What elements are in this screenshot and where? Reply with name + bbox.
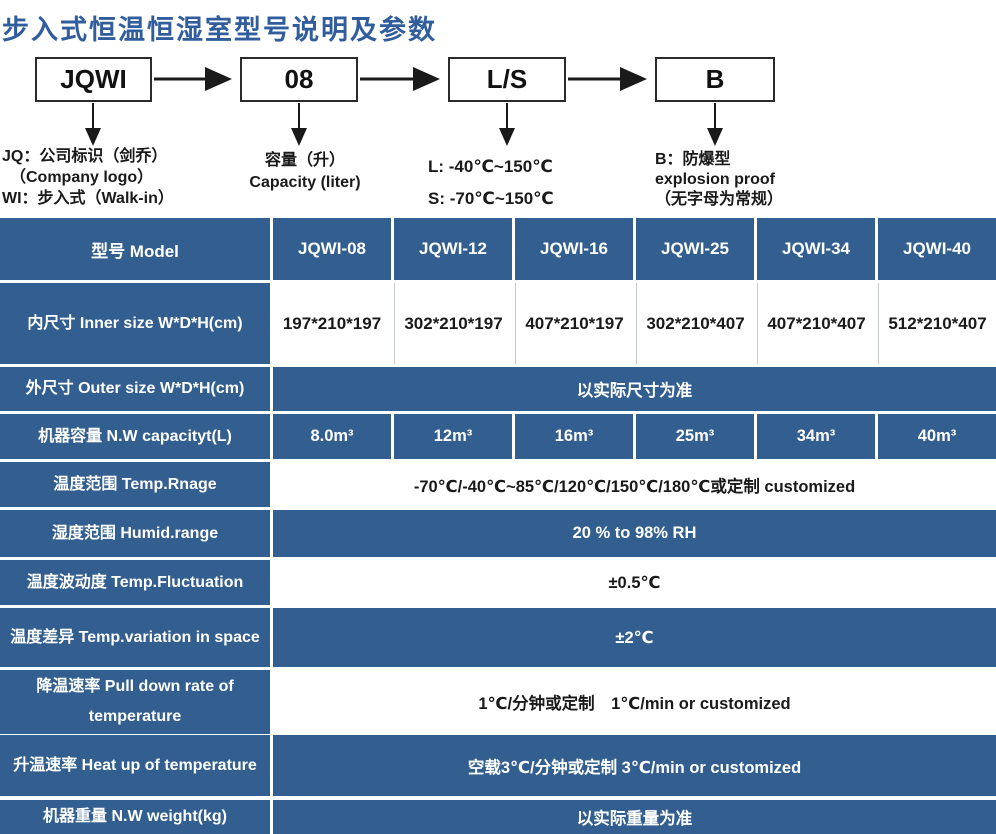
flow-arrows: [85, 67, 723, 146]
flow-box-company-code: JQWI: [35, 57, 152, 102]
table-row-weight: 机器重量 N.W weight(kg) 以实际重量为准: [0, 800, 996, 834]
header-model: JQWI-08: [273, 218, 391, 280]
note-line: L: -40℃~150℃: [428, 157, 553, 176]
table-row-heat-up-rate: 升温速率 Heat up of temperature 空载3℃/分钟或定制 3…: [0, 735, 996, 796]
table-row-header: 型号 Model JQWI-08 JQWI-12 JQWI-16 JQWI-25…: [0, 218, 996, 280]
row-label: 湿度范围 Humid.range: [0, 510, 270, 557]
page-title: 步入式恒温恒湿室型号说明及参数: [2, 15, 437, 45]
note-explosion-code: B：防爆型 explosion proof （无字母为常规）: [655, 150, 783, 210]
row-label: 内尺寸 Inner size W*D*H(cm): [0, 283, 270, 364]
pull-down-rate-value: 1℃/分钟或定制 1℃/min or customized: [273, 670, 996, 734]
row-label: 升温速率 Heat up of temperature: [0, 735, 270, 796]
table-row-pull-down-rate: 降温速率 Pull down rate of temperature 1℃/分钟…: [0, 670, 996, 734]
flow-box-explosion-code: B: [655, 57, 775, 102]
table-row-humidity-range: 湿度范围 Humid.range 20 % to 98% RH: [0, 510, 996, 557]
row-label: 机器重量 N.W weight(kg): [0, 800, 270, 834]
note-line: WI：步入式（Walk-in）: [2, 190, 174, 207]
model-code-diagram: JQWI 08 L/S B JQ：公司标识（剑乔） （Company logo）…: [0, 0, 996, 218]
note-line: explosion proof: [655, 171, 775, 188]
table-row-temp-fluctuation: 温度波动度 Temp.Fluctuation ±0.5℃: [0, 560, 996, 605]
inner-size-value: 302*210*197: [394, 283, 512, 364]
table-row-temp-variation: 温度差异 Temp.variation in space ±2℃: [0, 608, 996, 667]
outer-size-value: 以实际尺寸为准: [273, 367, 996, 411]
humidity-range-value: 20 % to 98% RH: [273, 510, 996, 557]
flow-box-label: JQWI: [60, 64, 127, 94]
note-line: JQ：公司标识（剑乔）: [2, 148, 168, 165]
header-model: JQWI-40: [878, 218, 996, 280]
flow-box-capacity-code: 08: [240, 57, 358, 102]
row-label: 温度差异 Temp.variation in space: [0, 608, 270, 667]
note-line: Capacity (liter): [249, 174, 361, 191]
header-model: JQWI-25: [636, 218, 754, 280]
temp-range-value: -70℃/-40℃~85℃/120℃/150℃/180℃或定制 customiz…: [273, 462, 996, 507]
flow-box-label: L/S: [486, 64, 528, 94]
note-company-code: JQ：公司标识（剑乔） （Company logo） WI：步入式（Walk-i…: [2, 146, 174, 209]
note-line: S: -70℃~150℃: [428, 189, 554, 208]
capacity-value: 34m³: [757, 414, 875, 459]
table-row-outer-size: 外尺寸 Outer size W*D*H(cm) 以实际尺寸为准: [0, 367, 996, 411]
row-label: 机器容量 N.W capacityt(L): [0, 414, 270, 459]
capacity-value: 40m³: [878, 414, 996, 459]
row-label: 温度波动度 Temp.Fluctuation: [0, 560, 270, 605]
table-row-inner-size: 内尺寸 Inner size W*D*H(cm) 197*210*197 302…: [0, 283, 996, 364]
note-line: 容量（升）: [264, 152, 345, 169]
header-model: JQWI-12: [394, 218, 512, 280]
heat-up-rate-value: 空载3℃/分钟或定制 3℃/min or customized: [273, 735, 996, 796]
note-line: B：防爆型: [655, 151, 731, 168]
weight-value: 以实际重量为准: [273, 800, 996, 834]
row-label: 温度范围 Temp.Rnage: [0, 462, 270, 507]
table-row-capacity: 机器容量 N.W capacityt(L) 8.0m³ 12m³ 16m³ 25…: [0, 414, 996, 459]
flow-box-temp-code: L/S: [448, 57, 566, 102]
capacity-value: 12m³: [394, 414, 512, 459]
row-label: 降温速率 Pull down rate of temperature: [0, 670, 270, 734]
flow-box-label: B: [705, 64, 725, 94]
table-row-temp-range: 温度范围 Temp.Rnage -70℃/-40℃~85℃/120℃/150℃/…: [0, 462, 996, 507]
inner-size-value: 407*210*407: [757, 283, 875, 364]
temp-fluctuation-value: ±0.5℃: [273, 560, 996, 605]
header-model: JQWI-16: [515, 218, 633, 280]
note-temp-code: L: -40℃~150℃ S: -70℃~150℃: [428, 151, 554, 215]
note-capacity-code: 容量（升） Capacity (liter): [220, 150, 390, 194]
flow-box-label: 08: [284, 64, 314, 94]
capacity-value: 8.0m³: [273, 414, 391, 459]
capacity-value: 16m³: [515, 414, 633, 459]
note-line: （无字母为常规）: [655, 191, 784, 208]
capacity-value: 25m³: [636, 414, 754, 459]
header-model: JQWI-34: [757, 218, 875, 280]
row-label: 外尺寸 Outer size W*D*H(cm): [0, 367, 270, 411]
inner-size-value: 512*210*407: [878, 283, 996, 364]
header-model-label: 型号 Model: [0, 218, 270, 280]
inner-size-value: 302*210*407: [636, 283, 754, 364]
spec-table: 型号 Model JQWI-08 JQWI-12 JQWI-16 JQWI-25…: [0, 218, 996, 834]
temp-variation-value: ±2℃: [273, 608, 996, 667]
inner-size-value: 407*210*197: [515, 283, 633, 364]
note-line: （Company logo）: [10, 169, 154, 186]
inner-size-value: 197*210*197: [273, 283, 391, 364]
